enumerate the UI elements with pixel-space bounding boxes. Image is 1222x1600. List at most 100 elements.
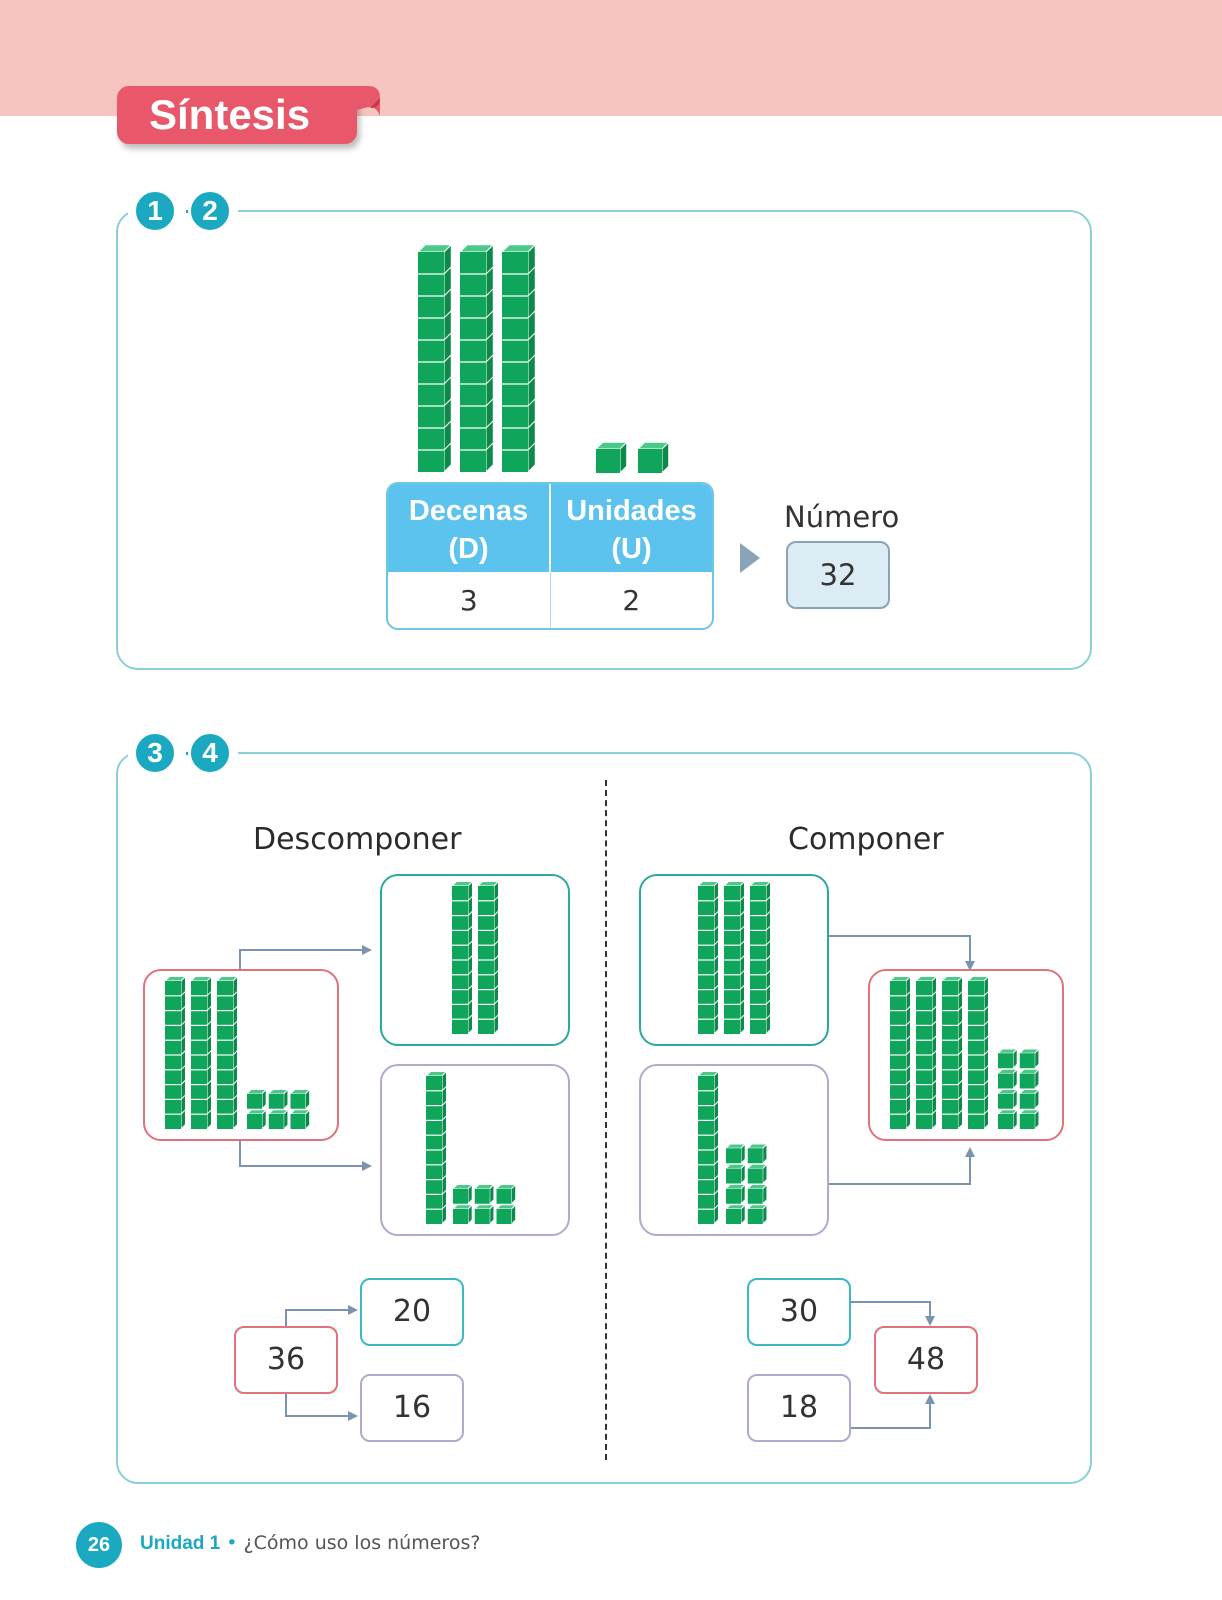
unit-cube (267, 1108, 290, 1131)
connector-line (285, 1309, 352, 1326)
compose-whole-number: 48 (874, 1326, 978, 1394)
section-2-panel (116, 752, 1092, 1484)
unit-cube (245, 1108, 268, 1131)
tens-rod (914, 975, 938, 1131)
step-badge-3: 3 (133, 731, 177, 775)
step-badge-1: 1 (133, 189, 177, 233)
unit-cube (1018, 1068, 1041, 1090)
tens-rod (458, 243, 495, 474)
unit-cube (1018, 1088, 1041, 1110)
arrow-right-icon (740, 543, 760, 573)
connector-line (851, 1301, 931, 1318)
unit-cube (996, 1047, 1019, 1070)
unit-cube (289, 1088, 311, 1110)
tens-header-abbr: (D) (448, 533, 489, 565)
dashed-divider (605, 780, 607, 1460)
units-header-abbr: (U) (611, 533, 652, 565)
unit-cube (451, 1183, 474, 1205)
connector-line (239, 1141, 366, 1167)
decompose-units-number: 16 (360, 1374, 464, 1442)
arrow-right-icon (362, 945, 372, 955)
footer-unit-title: ¿Cómo uso los números? (243, 1532, 481, 1554)
footer-unit-label: Unidad 1 (140, 1533, 221, 1554)
footer-text: Unidad 1 • ¿Cómo uso los números? (140, 1532, 480, 1555)
page-title: Síntesis (117, 86, 357, 144)
tens-rod (189, 975, 213, 1131)
tens-rod (696, 880, 720, 1036)
place-value-table: Decenas (D) Unidades (U) 3 2 (386, 482, 714, 630)
compose-tens-number: 30 (747, 1278, 851, 1346)
page-number: 26 (76, 1522, 122, 1568)
unit-cube (746, 1183, 769, 1205)
unit-cube (495, 1203, 517, 1226)
decompose-units-blocks (380, 1064, 570, 1236)
tens-rod (888, 975, 912, 1131)
unit-cube (746, 1142, 769, 1165)
unit-cube (289, 1108, 311, 1131)
tens-rod (500, 243, 537, 474)
units-header-label: Unidades (566, 495, 697, 527)
arrow-down-icon (965, 961, 975, 971)
arrow-up-icon (925, 1394, 935, 1404)
connector-line (829, 935, 971, 962)
unit-cube (996, 1068, 1019, 1090)
unit-cube (1018, 1047, 1041, 1070)
decompose-whole-number: 36 (234, 1326, 338, 1394)
tens-rod (748, 880, 772, 1036)
unit-cube (473, 1183, 496, 1205)
title-tab-curl (350, 86, 380, 116)
decompose-tens-number: 20 (360, 1278, 464, 1346)
unit-cube (996, 1108, 1019, 1131)
unit-cube (996, 1088, 1019, 1110)
units-header: Unidades (U) (551, 484, 712, 572)
compose-units-number: 18 (747, 1374, 851, 1442)
connector-line (829, 1156, 971, 1185)
tens-rod (722, 880, 746, 1036)
unit-cube (746, 1163, 769, 1185)
unit-cube (724, 1203, 747, 1226)
arrow-up-icon (965, 1147, 975, 1157)
unit-cube (451, 1203, 474, 1226)
arrow-down-icon (925, 1316, 935, 1326)
tens-rod (696, 1070, 720, 1226)
unit-cube (724, 1183, 747, 1205)
number-label: Número (784, 500, 900, 534)
connector-line (239, 949, 366, 969)
unit-cube (724, 1163, 747, 1185)
tens-rod (940, 975, 964, 1131)
tens-rod (476, 880, 500, 1036)
unit-cube (1018, 1108, 1041, 1131)
connector-line (285, 1394, 352, 1417)
arrow-right-icon (348, 1305, 358, 1315)
unit-cube (594, 441, 628, 475)
tens-rod (450, 880, 474, 1036)
unit-cube (724, 1142, 747, 1165)
tens-header-label: Decenas (408, 495, 529, 527)
unit-cube (746, 1203, 769, 1226)
tens-rod (966, 975, 990, 1131)
tens-rod (215, 975, 239, 1131)
unit-cube (245, 1088, 268, 1110)
unit-cube (473, 1203, 496, 1226)
section-1-panel (116, 210, 1092, 670)
footer-separator: • (226, 1532, 238, 1554)
unit-cube (636, 441, 670, 475)
tens-rod (163, 975, 187, 1131)
number-value-box: 32 (786, 541, 890, 609)
arrow-right-icon (362, 1161, 372, 1171)
tens-rod (416, 243, 453, 474)
compose-title: Componer (788, 822, 944, 857)
step-badge-4: 4 (188, 731, 232, 775)
unit-cube (495, 1183, 517, 1205)
tens-header: Decenas (D) (388, 484, 551, 572)
units-value: 2 (622, 584, 641, 617)
connector-line (851, 1402, 931, 1429)
arrow-right-icon (348, 1411, 358, 1421)
step-badge-2: 2 (188, 189, 232, 233)
tens-rod (424, 1070, 448, 1226)
decompose-title: Descomponer (253, 822, 462, 857)
decompose-tens-blocks (380, 874, 570, 1046)
unit-cube (267, 1088, 290, 1110)
tens-value: 3 (388, 572, 551, 628)
